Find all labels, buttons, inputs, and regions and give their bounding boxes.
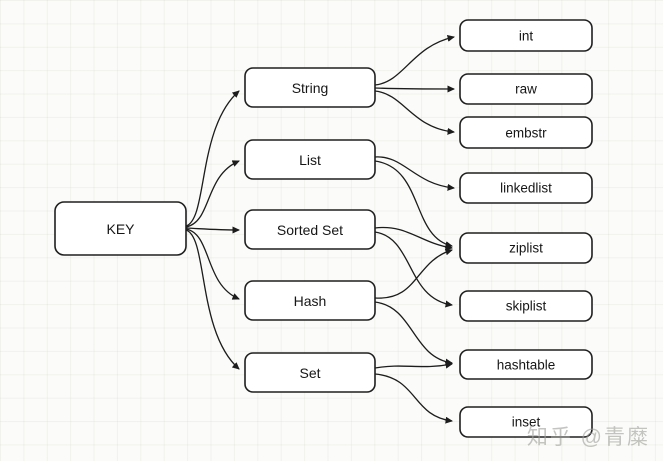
edge-list-ziplist — [374, 160, 453, 249]
edge-string-int — [374, 34, 455, 86]
nodes: KEY String List Sorted Set Hash Set — [54, 19, 593, 438]
node-set: Set — [244, 352, 376, 393]
node-int-box — [459, 19, 593, 52]
node-int: int — [459, 19, 593, 52]
edge-hash-ziplist — [374, 248, 453, 299]
node-ziplist-box — [459, 232, 593, 264]
node-raw-box — [459, 73, 593, 105]
node-sorted-set: Sorted Set — [244, 209, 376, 250]
edge-set-inset — [374, 373, 453, 424]
edges — [185, 34, 455, 424]
edge-key-hash — [185, 228, 240, 300]
edge-hash-hashtable — [374, 301, 453, 366]
node-hashtable: hashtable — [459, 349, 593, 380]
node-sorted-set-box — [244, 209, 376, 250]
node-ziplist-label: ziplist — [509, 241, 543, 256]
edge-key-list — [185, 160, 240, 228]
node-inset: inset — [459, 406, 593, 438]
node-skiplist: skiplist — [459, 290, 593, 322]
node-key-box — [54, 201, 187, 256]
node-inset-label: inset — [512, 415, 541, 430]
edge-sorted-set-ziplist — [374, 226, 453, 251]
edge-string-raw — [374, 85, 455, 93]
node-string: String — [244, 67, 376, 108]
node-skiplist-label: skiplist — [506, 299, 547, 314]
node-set-box — [244, 352, 376, 393]
node-inset-box — [459, 406, 593, 438]
node-string-box — [244, 67, 376, 108]
node-hash-label: Hash — [294, 293, 327, 309]
edge-key-set — [185, 229, 240, 370]
node-list-box — [244, 139, 376, 180]
node-linkedlist-box — [459, 172, 593, 204]
node-hashtable-box — [459, 349, 593, 380]
node-ziplist: ziplist — [459, 232, 593, 264]
node-hash-box — [244, 280, 376, 321]
node-list: List — [244, 139, 376, 180]
node-embstr-box — [459, 116, 593, 149]
node-linkedlist: linkedlist — [459, 172, 593, 204]
edge-set-hashtable — [374, 361, 453, 369]
edge-list-linkedlist — [374, 156, 455, 191]
node-key: KEY — [54, 201, 187, 256]
node-string-label: String — [292, 80, 329, 96]
edge-key-string — [185, 90, 240, 227]
node-embstr: embstr — [459, 116, 593, 149]
node-list-label: List — [299, 152, 321, 168]
node-set-label: Set — [299, 365, 320, 381]
node-raw-label: raw — [515, 82, 537, 97]
edge-sorted-set-skiplist — [374, 231, 453, 308]
node-sorted-set-label: Sorted Set — [277, 222, 343, 238]
node-int-label: int — [519, 29, 534, 44]
node-hash: Hash — [244, 280, 376, 321]
node-embstr-label: embstr — [505, 126, 547, 141]
node-key-label: KEY — [106, 221, 135, 237]
node-linkedlist-label: linkedlist — [500, 181, 552, 196]
node-raw: raw — [459, 73, 593, 105]
edge-key-sorted-set — [185, 226, 240, 234]
edge-string-embstr — [374, 90, 455, 135]
node-skiplist-box — [459, 290, 593, 322]
node-hashtable-label: hashtable — [497, 358, 556, 373]
